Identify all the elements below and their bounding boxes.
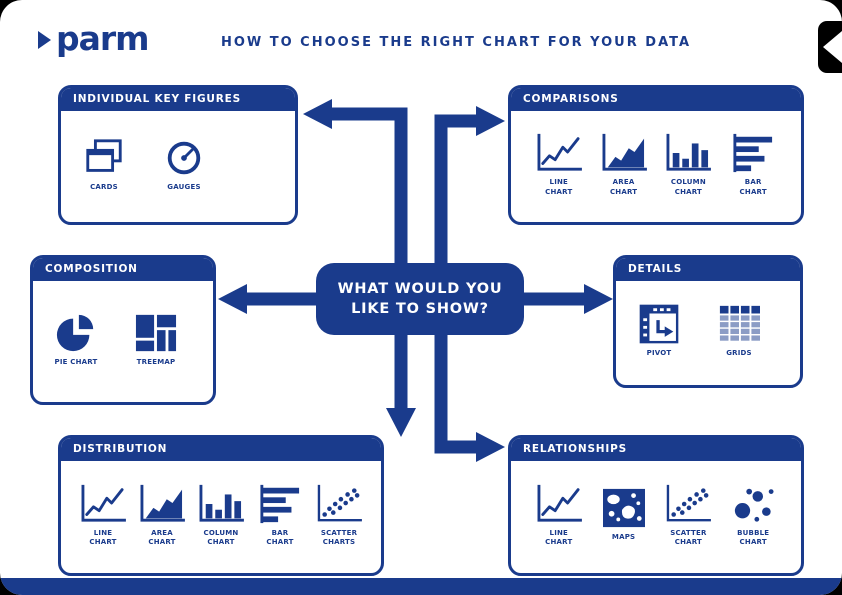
chart-type-label: PIE CHART xyxy=(54,357,98,366)
cards-icon xyxy=(79,137,129,179)
category-items: LINE CHART AREA CHART COLUMN CHART BAR CHAR… xyxy=(511,111,801,222)
area-chart-icon xyxy=(599,132,649,174)
category-items: PIE CHART TREEMAP xyxy=(33,281,213,402)
chart-type-item: LINE CHART xyxy=(534,483,584,547)
chart-type-item: SCATTER CHARTS xyxy=(314,483,364,547)
category-title: RELATIONSHIPS xyxy=(523,443,627,455)
line-chart-icon xyxy=(534,132,584,174)
pivot-icon xyxy=(634,303,684,345)
category-title: DETAILS xyxy=(628,263,683,275)
bar-chart-icon xyxy=(255,483,305,525)
category-box-individual-key-figures: INDIVIDUAL KEY FIGURES CARDS GAUGES xyxy=(58,85,298,225)
chart-type-item: LINE CHART xyxy=(534,132,584,196)
chart-type-item: TREEMAP xyxy=(131,312,181,367)
chart-type-label: GAUGES xyxy=(167,182,201,191)
gauges-icon xyxy=(159,137,209,179)
chart-type-label: MAPS xyxy=(611,533,636,542)
grids-icon xyxy=(714,303,764,345)
arrowhead-relationships xyxy=(476,432,505,462)
category-items: PIVOT GRIDS xyxy=(616,281,800,385)
chart-type-label: TREEMAP xyxy=(136,357,176,366)
arrowhead-comparisons xyxy=(476,106,505,136)
category-header-distribution: DISTRIBUTION xyxy=(61,438,381,461)
chart-type-label: COLUMN CHART xyxy=(203,528,239,546)
category-header-individual-key-figures: INDIVIDUAL KEY FIGURES xyxy=(61,88,295,111)
pie-chart-icon xyxy=(51,312,101,354)
category-title: COMPOSITION xyxy=(45,263,138,275)
chart-type-label: BAR CHART xyxy=(266,528,294,546)
center-question-text: WHAT WOULD YOU LIKE TO SHOW? xyxy=(337,280,503,317)
chart-type-label: AREA CHART xyxy=(609,178,638,196)
parm-logo-triangle-icon xyxy=(38,30,51,49)
line-chart-icon xyxy=(534,483,584,525)
chart-type-item: COLUMN CHART xyxy=(196,483,246,547)
arrowhead-individual-key-figures xyxy=(303,99,332,129)
chart-type-item: BAR CHART xyxy=(728,132,778,196)
chart-type-label: BAR CHART xyxy=(739,178,767,196)
chart-type-label: SCATTER CHARTS xyxy=(320,528,358,546)
scatter-chart-icon xyxy=(314,483,364,525)
column-chart-icon xyxy=(663,132,713,174)
chart-type-label: COLUMN CHART xyxy=(670,178,706,196)
bar-chart-icon xyxy=(728,132,778,174)
chart-type-label: PIVOT xyxy=(646,349,672,358)
parm-logo: parm xyxy=(38,19,150,58)
chart-type-item: COLUMN CHART xyxy=(663,132,713,196)
maps-icon xyxy=(599,487,649,529)
chart-type-label: CARDS xyxy=(90,182,118,191)
treemap-icon xyxy=(131,312,181,354)
chart-type-item: BAR CHART xyxy=(255,483,305,547)
footer-accent-bar xyxy=(0,578,842,595)
chart-type-label: LINE CHART xyxy=(545,178,573,196)
scatter-chart-icon xyxy=(663,483,713,525)
chart-type-item: PIE CHART xyxy=(51,312,101,367)
category-box-composition: COMPOSITION PIE CHART TREEMAP xyxy=(30,255,216,405)
arrowhead-details xyxy=(584,284,613,314)
category-title: DISTRIBUTION xyxy=(73,443,168,455)
category-items: LINE CHART AREA CHART COLUMN CHART BAR CHAR… xyxy=(61,461,381,573)
category-title: COMPARISONS xyxy=(523,93,619,105)
chart-type-label: AREA CHART xyxy=(148,528,176,546)
category-header-details: DETAILS xyxy=(616,258,800,281)
chart-type-item: BUBBLE CHART xyxy=(728,483,778,547)
bubble-chart-icon xyxy=(728,483,778,525)
category-items: CARDS GAUGES xyxy=(61,111,295,222)
chart-type-item: GAUGES xyxy=(159,137,209,192)
chart-type-label: LINE CHART xyxy=(545,528,573,546)
page-title: HOW TO CHOOSE THE RIGHT CHART FOR YOUR D… xyxy=(220,35,692,50)
chart-type-item: GRIDS xyxy=(714,303,764,358)
chart-type-label: LINE CHART xyxy=(89,528,117,546)
chart-type-item: SCATTER CHART xyxy=(663,483,713,547)
chart-type-item: LINE CHART xyxy=(78,483,128,547)
category-header-comparisons: COMPARISONS xyxy=(511,88,801,111)
chart-type-label: SCATTER CHART xyxy=(670,528,707,546)
category-title: INDIVIDUAL KEY FIGURES xyxy=(73,93,241,105)
chart-type-item: AREA CHART xyxy=(137,483,187,547)
area-chart-icon xyxy=(137,483,187,525)
category-items: LINE CHART MAPS SCATTER CHART BUBBLE CHART xyxy=(511,461,801,573)
parm-logo-text: parm xyxy=(56,19,150,58)
chart-type-label: BUBBLE CHART xyxy=(737,528,770,546)
chart-type-item: MAPS xyxy=(599,487,649,542)
category-box-distribution: DISTRIBUTION LINE CHART AREA CHART COLUMN … xyxy=(58,435,384,576)
slide-prev-arrow-icon[interactable] xyxy=(823,31,842,63)
category-header-composition: COMPOSITION xyxy=(33,258,213,281)
chart-type-item: AREA CHART xyxy=(599,132,649,196)
category-box-comparisons: COMPARISONS LINE CHART AREA CHART COLUMN C… xyxy=(508,85,804,225)
category-box-relationships: RELATIONSHIPS LINE CHART MAPS SCATTER CHAR… xyxy=(508,435,804,576)
center-question-node: WHAT WOULD YOU LIKE TO SHOW? xyxy=(316,263,524,335)
category-header-relationships: RELATIONSHIPS xyxy=(511,438,801,461)
column-chart-icon xyxy=(196,483,246,525)
arrowhead-composition xyxy=(218,284,247,314)
line-chart-icon xyxy=(78,483,128,525)
chart-type-label: GRIDS xyxy=(726,349,752,358)
chart-type-item: PIVOT xyxy=(634,303,684,358)
category-box-details: DETAILS PIVOT GRIDS xyxy=(613,255,803,388)
arrowhead-distribution xyxy=(386,408,416,437)
chart-type-item: CARDS xyxy=(79,137,129,192)
edge-notch xyxy=(818,21,842,73)
